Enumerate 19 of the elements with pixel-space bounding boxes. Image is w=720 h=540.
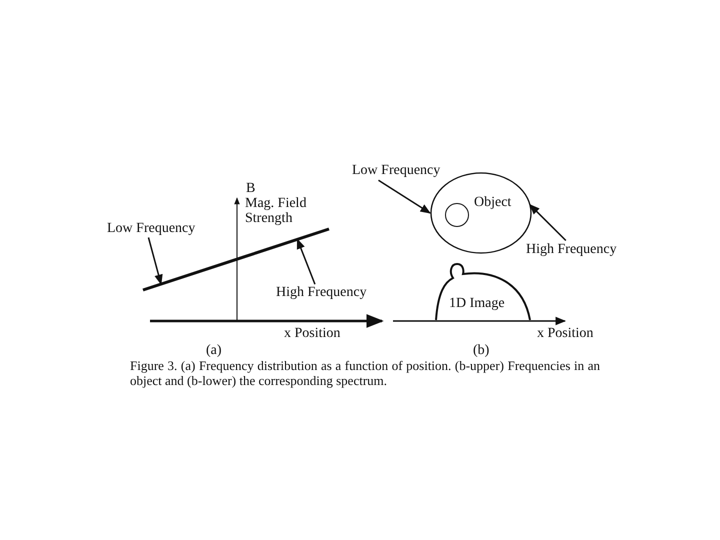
leader-arrow <box>148 237 163 286</box>
leader-arrow <box>378 180 431 214</box>
node-label: 1D Image <box>449 296 505 311</box>
leader-arrow <box>529 204 566 242</box>
callout-text: Low Frequency <box>107 221 196 236</box>
panel-label: (b) <box>473 343 490 358</box>
leader-arrow <box>296 238 316 285</box>
axis-label: x Position <box>284 326 340 341</box>
spectrum-curve <box>433 262 533 320</box>
axis-label: B <box>246 181 256 196</box>
figure-caption: Figure 3. (a) Frequency distribution as a function of position. (b-upper) Frequencies in an object and (b-lower) the corresponding spectrum. <box>130 358 600 388</box>
axis-label: x Position <box>537 326 594 341</box>
panel-label: (a) <box>206 343 222 358</box>
callout-text: Low Frequency <box>352 163 440 178</box>
axis-label: Mag. Field Strength <box>245 196 308 226</box>
callout-text: High Frequency <box>276 285 367 300</box>
node-label: Object <box>474 195 512 210</box>
circle <box>445 203 469 227</box>
callout-text: High Frequency <box>526 242 617 257</box>
